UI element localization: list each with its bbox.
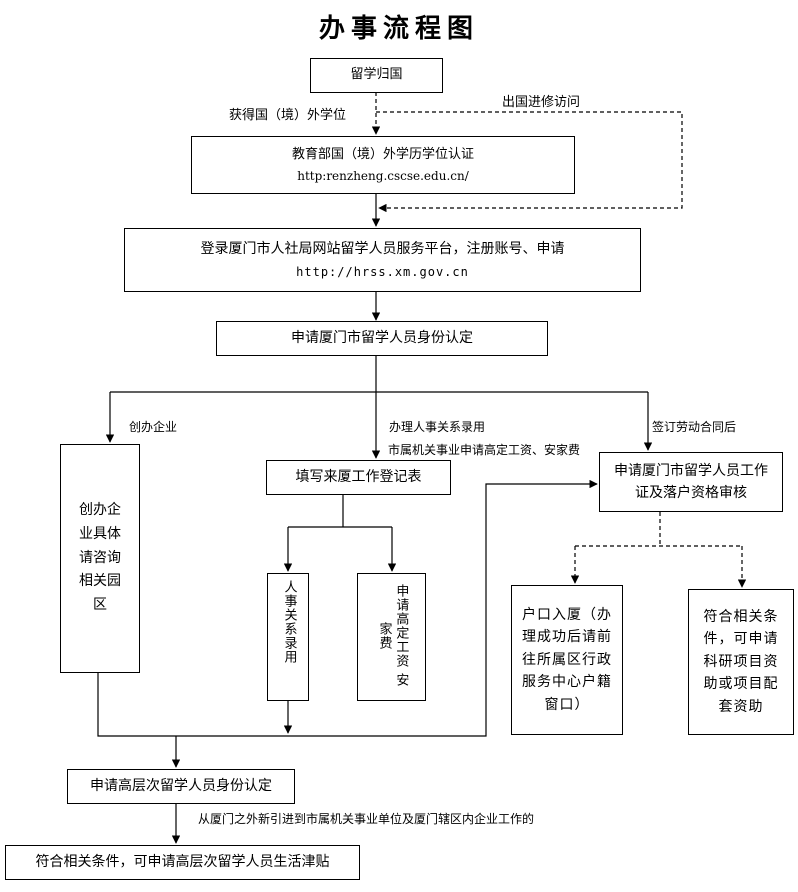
line-merge (97, 479, 598, 737)
box-cert-url: http:renzheng.cscse.edu.cn/ (297, 168, 469, 183)
box-review: 申请厦门市留学人员工作证及落户资格审核 (599, 452, 783, 512)
page-title: 办事流程图 (318, 14, 479, 44)
box-identity-text: 申请厦门市留学人员身份认定 (291, 330, 473, 347)
box-subsidy-text: 符合相关条件，可申请高层次留学人员生活津贴 (35, 854, 330, 871)
box-startup-text: 创办企业具体请咨询相关园区 (79, 502, 121, 614)
box-hukou-text: 户口入厦（办理成功后请前往所属区行政服务中心户籍窗口） (522, 607, 612, 713)
box-form-text: 填写来厦工作登记表 (295, 469, 422, 486)
box-return-text: 留学归国 (350, 67, 403, 83)
label-visiting: 出国进修访问 (502, 95, 581, 110)
box-form: 填写来厦工作登记表 (266, 460, 451, 495)
box-cert-text: 教育部国（境）外学历学位认证 (291, 146, 474, 162)
box-return: 留学归国 (310, 58, 443, 93)
box-allowance-text: 申请高定工资 安家费 (376, 584, 409, 688)
box-hukou: 户口入厦（办理成功后请前往所属区行政服务中心户籍窗口） (511, 585, 623, 735)
box-startup: 创办企业具体请咨询相关园区 (60, 444, 140, 673)
label-contract: 签订劳动合同后 (652, 420, 737, 434)
box-subsidy: 符合相关条件，可申请高层次留学人员生活津贴 (5, 845, 360, 880)
label-personnel-1: 办理人事关系录用 (389, 420, 486, 434)
box-research: 符合相关条件，可申请科研项目资助或项目配套资助 (688, 589, 794, 735)
box-personnel: 人事关系录用 (267, 573, 309, 701)
label-startup: 创办企业 (129, 420, 178, 434)
box-allowance: 申请高定工资 安家费 (357, 573, 426, 701)
box-personnel-text: 人事关系录用 (281, 580, 297, 664)
box-research-text: 符合相关条件，可申请科研项目资助或项目配套资助 (703, 609, 779, 715)
box-register: 登录厦门市人社局网站留学人员服务平台，注册账号、申请 http://hrss.x… (124, 228, 641, 292)
label-newly: 从厦门之外新引进到市属机关事业单位及厦门辖区内企业工作的 (198, 812, 535, 826)
box-high-identity: 申请高层次留学人员身份认定 (67, 769, 295, 804)
box-identity: 申请厦门市留学人员身份认定 (216, 321, 548, 356)
arrow-visiting-loop (376, 111, 683, 213)
label-personnel-2: 市属机关事业申请高定工资、安家费 (388, 443, 581, 457)
box-cert: 教育部国（境）外学历学位认证 http:renzheng.cscse.edu.c… (191, 136, 575, 194)
box-review-text: 申请厦门市留学人员工作证及落户资格审核 (614, 462, 768, 501)
label-degree: 获得国（境）外学位 (229, 108, 347, 123)
box-high-identity-text: 申请高层次留学人员身份认定 (90, 778, 272, 795)
box-register-url: http://hrss.xm.gov.cn (296, 264, 469, 279)
box-register-text: 登录厦门市人社局网站留学人员服务平台，注册账号、申请 (200, 240, 565, 257)
